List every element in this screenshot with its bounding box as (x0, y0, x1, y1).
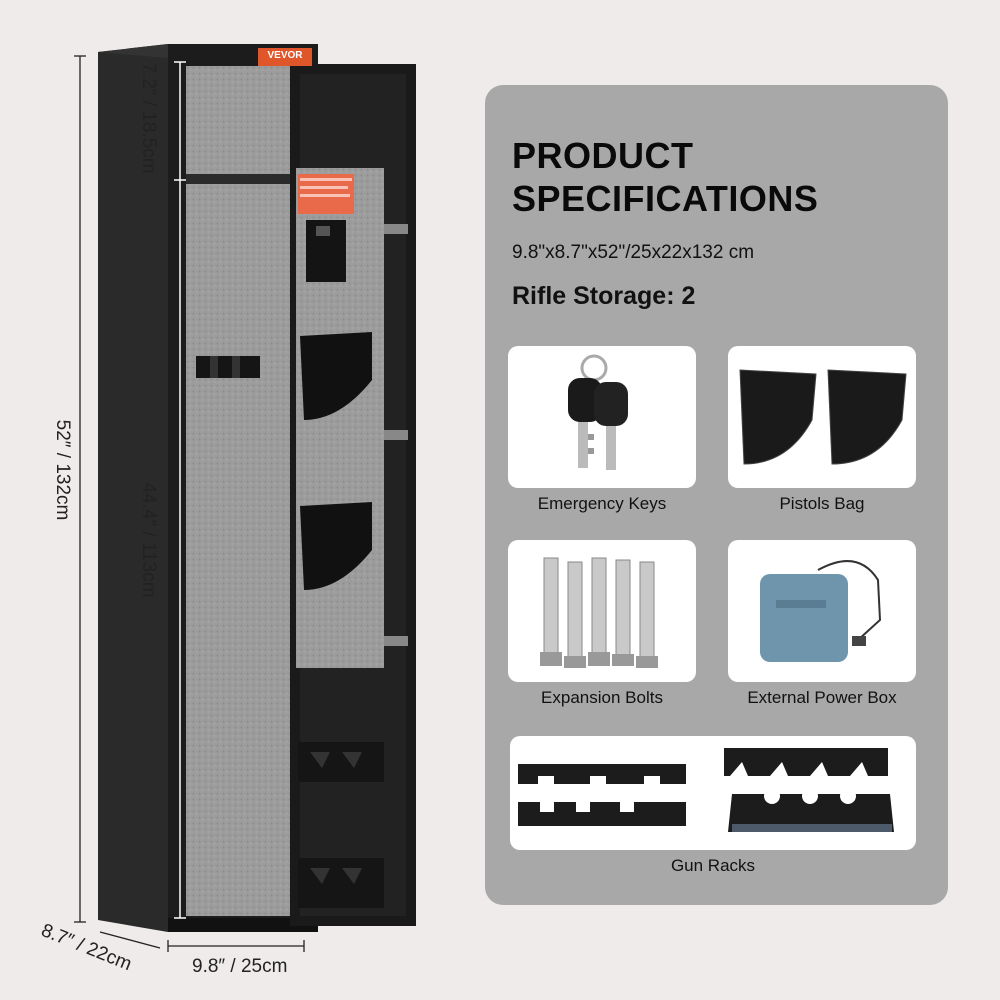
accessory-label-power-box: External Power Box (747, 688, 897, 707)
specifications-title: PRODUCT SPECIFICATIONS (512, 135, 819, 219)
accessory-label-keys: Emergency Keys (537, 494, 667, 513)
accessory-label-gun-racks: Gun Racks (670, 856, 756, 875)
brand-label: VEVOR (267, 50, 303, 61)
accessory-card-pistol-bag (728, 346, 916, 488)
product-size: 9.8"x8.7"x52"/25x22x132 cm (512, 242, 755, 263)
accessory-label-bolts: Expansion Bolts (541, 688, 663, 707)
power-box-icon (760, 560, 882, 662)
gun-safe-illustration (74, 44, 416, 952)
rifle-storage: Rifle Storage: 2 (512, 282, 696, 310)
accessory-label-pistol-bag: Pistols Bag (779, 494, 865, 513)
width-dimension: 9.8″ / 25cm (192, 956, 288, 977)
top-shelf-dimension: 7.2″ / 18.5cm (138, 62, 159, 174)
accessory-card-power-box (728, 540, 916, 682)
gun-rack-icon (518, 748, 894, 832)
accessory-card-gun-racks (510, 736, 916, 850)
inner-height-dimension: 44.4″ / 113cm (138, 482, 159, 598)
accessory-card-keys (508, 346, 696, 488)
bolts-icon (540, 557, 658, 668)
keys-icon (568, 354, 628, 470)
pistol-bag-icon (739, 369, 907, 465)
accessory-card-bolts (508, 540, 696, 682)
total-height-dimension: 52″ / 132cm (52, 419, 73, 521)
